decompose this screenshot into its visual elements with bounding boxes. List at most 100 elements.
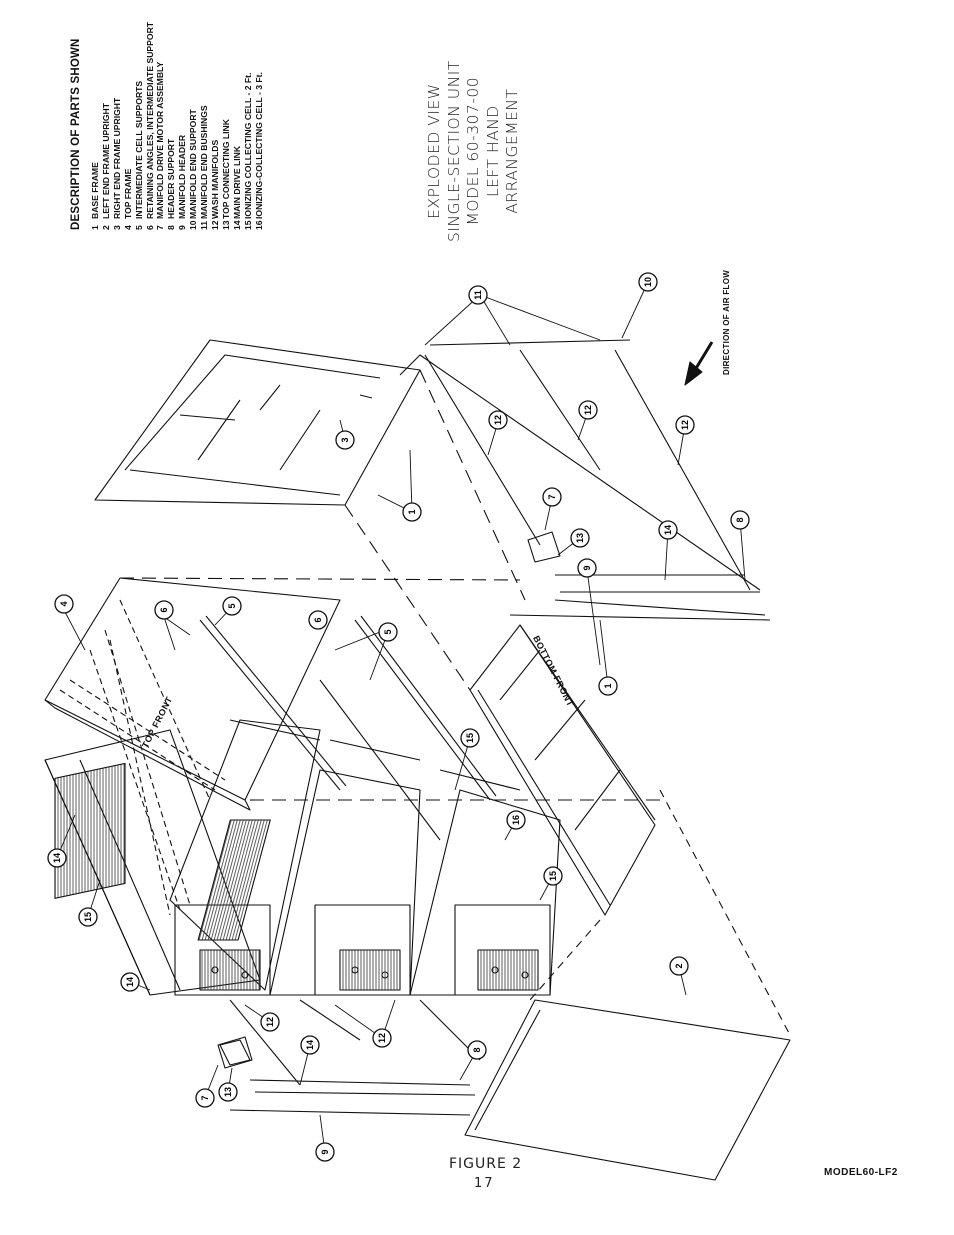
legend-item-number: 4	[122, 225, 133, 230]
callout-c9b: 9	[315, 1142, 335, 1162]
callout-c1a: 1	[402, 502, 422, 522]
legend-item-label: HEADER SUPPORT	[166, 138, 177, 219]
callout-c14b: 14	[47, 848, 67, 868]
legend-item-label: MAIN DRIVE LINK	[231, 145, 242, 219]
callout-c7a: 7	[542, 487, 562, 507]
callout-circle	[598, 676, 618, 696]
callout-circle	[300, 1035, 320, 1055]
callout-c13b: 13	[218, 1082, 238, 1102]
legend-item-label: MANIFOLD HEADER	[177, 134, 188, 219]
legend-item: 9 MANIFOLD HEADER	[177, 22, 188, 230]
callout-circle	[669, 956, 689, 976]
callout-c12b: 12	[578, 400, 598, 420]
callout-circle	[467, 1040, 487, 1060]
callout-c9a: 9	[577, 558, 597, 578]
callout-c1b: 1	[598, 676, 618, 696]
callout-number: 14	[663, 525, 673, 535]
callout-number: 7	[547, 494, 557, 499]
callout-c14c: 14	[120, 972, 140, 992]
legend-item: 6RETAINING ANGLES, INTERMEDIATE SUPPORT	[145, 22, 156, 230]
callout-circle	[260, 1012, 280, 1032]
legend-title: DESCRIPTION OF PARTS SHOWN	[70, 38, 82, 230]
left-end-frame-upright	[464, 789, 791, 1181]
callout-circle	[218, 1082, 238, 1102]
callout-circle	[120, 972, 140, 992]
callout-number: 15	[548, 871, 558, 881]
callout-number: 14	[305, 1040, 315, 1050]
legend-item-label: MANIFOLD END SUPPORT	[188, 109, 199, 219]
callout-c16: 16	[506, 810, 526, 830]
legend-item-label: INTERMEDIATE CELL SUPPORTS	[133, 80, 144, 219]
callout-number: 6	[159, 607, 169, 612]
model-code: MODEL60-LF2	[824, 1167, 898, 1178]
callout-circle	[638, 272, 658, 292]
legend-item-number: 15	[242, 220, 253, 230]
callout-number: 14	[125, 977, 135, 987]
callout-c2: 2	[669, 956, 689, 976]
callout-circle	[542, 487, 562, 507]
callout-circle	[154, 600, 174, 620]
callout-circle	[308, 610, 328, 630]
legend-item-number: 10	[188, 220, 199, 230]
intermediate-cell-supports	[199, 615, 497, 841]
callout-c3: 3	[335, 430, 355, 450]
callout-number: 12	[583, 405, 593, 415]
callout-c5b: 5	[378, 622, 398, 642]
motor-assembly-left	[217, 1036, 253, 1069]
callout-number: 10	[643, 277, 653, 287]
legend-item-number: 16	[253, 220, 264, 230]
motor-assembly-right	[527, 531, 561, 563]
callout-c14d: 14	[300, 1035, 320, 1055]
callout-c12a: 12	[488, 410, 508, 430]
callout-c14a: 14	[658, 520, 678, 540]
callout-c13a: 13	[570, 528, 590, 548]
callout-circle	[460, 728, 480, 748]
callout-number: 5	[383, 629, 393, 634]
legend-item-number: 14	[231, 220, 242, 230]
airflow-arrow	[684, 341, 714, 386]
legend-item-number: 9	[177, 225, 188, 230]
callout-circle	[730, 510, 750, 530]
callout-c6b: 6	[308, 610, 328, 630]
callout-circle	[577, 558, 597, 578]
ionizing-collecting-cells	[169, 719, 561, 996]
callout-c10: 10	[638, 272, 658, 292]
figure-caption: FIGURE 2	[449, 1156, 523, 1172]
page-number: 17	[474, 1176, 495, 1191]
callout-number: 8	[472, 1047, 482, 1052]
title-line: SINGLE-SECTION UNIT	[444, 60, 463, 242]
callout-c12e: 12	[372, 1028, 392, 1048]
callout-number: 12	[493, 415, 503, 425]
legend-item-label: WASH MANIFOLDS	[209, 139, 220, 219]
legend-item-number: 3	[111, 225, 122, 230]
callout-number: 13	[575, 533, 585, 543]
callout-circle	[315, 1142, 335, 1162]
callout-circle	[195, 1088, 215, 1108]
callout-c6a: 6	[154, 600, 174, 620]
callout-circle	[506, 810, 526, 830]
legend-item-label: TOP FRAME	[122, 168, 133, 219]
airflow-label: DIRECTION OF AIR FLOW	[722, 269, 731, 375]
legend-item: 14MAIN DRIVE LINK	[232, 22, 243, 230]
callout-number: 5	[227, 603, 237, 608]
legend-item-label: MANIFOLD END BUSHINGS	[199, 105, 210, 219]
callout-c15a: 15	[78, 907, 98, 927]
legend-item: 8HEADER SUPPORT	[166, 22, 177, 230]
title-line: MODEL 60-307-00	[464, 76, 482, 226]
legend-item-label: IONIZING COLLECTING CELL - 2 Ft.	[242, 72, 253, 219]
title-line: EXPLODED VIEW	[425, 83, 443, 219]
callout-number: 13	[223, 1087, 233, 1097]
legend-item-label: LEFT END FRAME UPRIGHT	[100, 102, 111, 219]
callout-circle	[54, 594, 74, 614]
legend-item-label: IONIZING-COLLECTING CELL - 3 Ft.	[253, 72, 264, 219]
legend-item-number: 11	[199, 220, 210, 230]
title-line: LEFT HAND	[483, 105, 502, 198]
callout-circle	[402, 502, 422, 522]
callout-circle	[378, 622, 398, 642]
legend-item: 1BASE FRAME	[90, 22, 101, 230]
callout-layer: 4665531111101212121212771313141414148899…	[47, 272, 750, 1162]
callout-number: 7	[200, 1095, 210, 1100]
